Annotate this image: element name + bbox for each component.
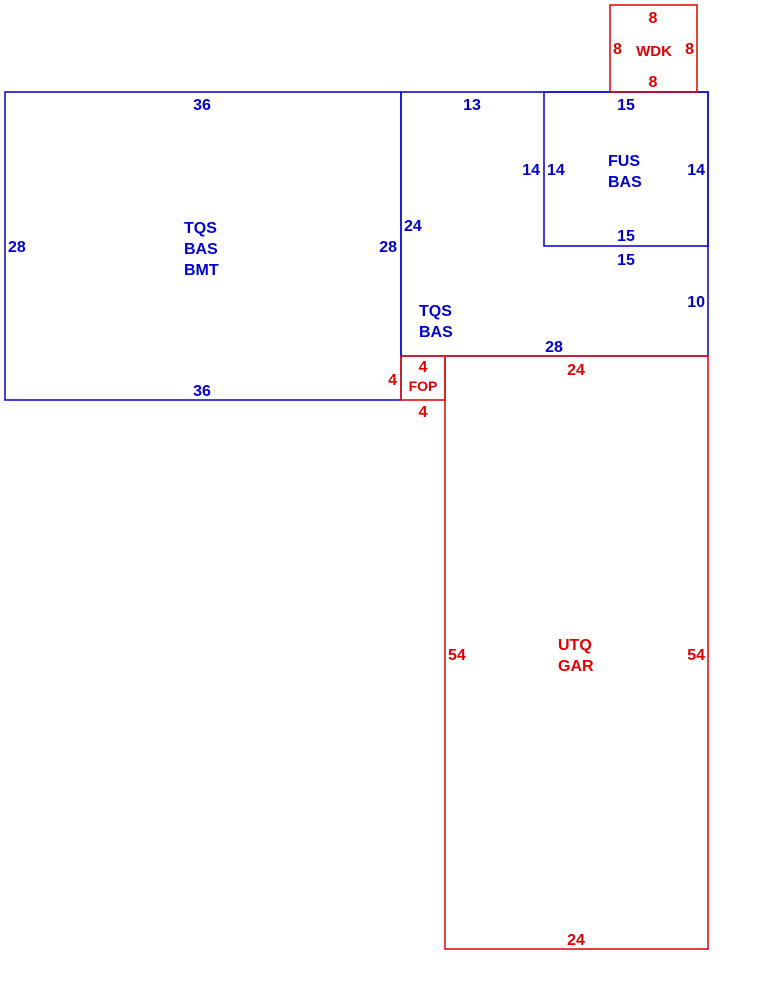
fus-code-2: BAS — [608, 174, 642, 191]
garage-dim-right: 54 — [687, 647, 705, 664]
fop-dim-bottom: 4 — [419, 404, 428, 421]
main-dim-left: 24 — [404, 218, 422, 235]
fus-dim-bottom: 15 — [617, 228, 635, 245]
main-dim-right: 10 — [687, 294, 705, 311]
wdk-outline — [609, 4, 698, 93]
fus-dim-right: 14 — [687, 162, 705, 179]
basement-dim-left: 28 — [8, 239, 26, 256]
basement-dim-right: 28 — [379, 239, 397, 256]
main-dim-top: 13 — [463, 97, 481, 114]
wdk-dim-bottom: 8 — [649, 74, 658, 91]
fop-dim-left: 4 — [388, 372, 397, 389]
main-dim-inner-right: 14 — [522, 162, 540, 179]
area-fop[interactable]: 4 4 4 FOP — [388, 355, 446, 421]
main-code-1: TQS — [419, 303, 452, 320]
garage-dim-left: 54 — [448, 647, 466, 664]
fus-code-1: FUS — [608, 153, 640, 170]
main-code-2: BAS — [419, 324, 453, 341]
fus-dim-left: 14 — [547, 162, 565, 179]
main-dim-bottom-inner: 15 — [617, 252, 635, 269]
fus-dim-top: 15 — [617, 97, 635, 114]
basement-code-3: BMT — [184, 262, 219, 279]
basement-code-2: BAS — [184, 241, 218, 258]
garage-outline — [444, 355, 709, 950]
wdk-dim-top: 8 — [649, 10, 658, 27]
wdk-dim-right: 8 — [685, 41, 694, 58]
basement-code-1: TQS — [184, 220, 217, 237]
wdk-code: WDK — [636, 43, 672, 60]
basement-dim-bottom: 36 — [193, 383, 211, 400]
fop-dim-top: 4 — [419, 359, 428, 376]
garage-dim-bottom: 24 — [567, 932, 585, 949]
fop-code: FOP — [409, 378, 438, 394]
area-main[interactable]: 13 24 14 15 10 28 TQS BAS — [400, 91, 709, 357]
area-wdk[interactable]: 8 8 8 8 WDK — [609, 4, 698, 93]
area-garage[interactable]: 24 24 54 54 UTQ GAR — [444, 355, 709, 950]
garage-code-2: GAR — [558, 658, 594, 675]
area-fus[interactable]: 15 15 14 14 FUS BAS — [543, 91, 709, 247]
wdk-dim-left: 8 — [613, 41, 622, 58]
area-basement[interactable]: 36 36 28 28 TQS BAS BMT — [4, 91, 402, 401]
garage-dim-top: 24 — [567, 362, 585, 379]
basement-dim-top: 36 — [193, 97, 211, 114]
garage-code-1: UTQ — [558, 637, 592, 654]
main-dim-bottom: 28 — [545, 339, 563, 356]
